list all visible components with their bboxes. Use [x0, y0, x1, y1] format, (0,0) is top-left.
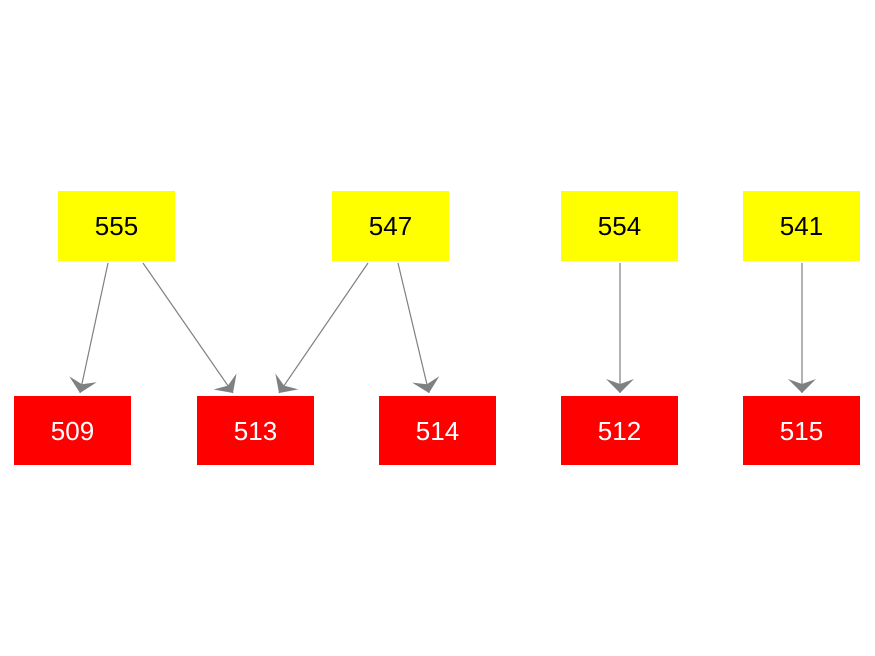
node-513[interactable]: 513: [197, 396, 314, 465]
node-label: 547: [369, 211, 412, 241]
node-box: [743, 191, 860, 261]
node-554[interactable]: 554: [561, 191, 678, 261]
node-515[interactable]: 515: [743, 396, 860, 465]
node-label: 555: [95, 211, 138, 241]
node-541[interactable]: 541: [743, 191, 860, 261]
node-label: 515: [780, 416, 823, 446]
node-label: 514: [416, 416, 459, 446]
node-label: 509: [51, 416, 94, 446]
edge-547-514: [397, 262, 440, 394]
node-512[interactable]: 512: [561, 396, 678, 465]
node-box: [561, 191, 678, 261]
edge-555-513: [142, 262, 237, 394]
edge-555-509: [69, 262, 109, 394]
node-547[interactable]: 547: [332, 191, 449, 261]
node-box: [197, 396, 314, 465]
edge-547-513: [275, 262, 369, 394]
node-label: 513: [234, 416, 277, 446]
node-box: [379, 396, 496, 465]
node-box: [332, 191, 449, 261]
node-label: 554: [598, 211, 641, 241]
node-box: [561, 396, 678, 465]
node-box: [14, 396, 131, 465]
edges: [69, 262, 816, 394]
node-box: [743, 396, 860, 465]
node-555[interactable]: 555: [58, 191, 175, 261]
node-label: 541: [780, 211, 823, 241]
node-box: [58, 191, 175, 261]
node-514[interactable]: 514: [379, 396, 496, 465]
node-509[interactable]: 509: [14, 396, 131, 465]
node-label: 512: [598, 416, 641, 446]
